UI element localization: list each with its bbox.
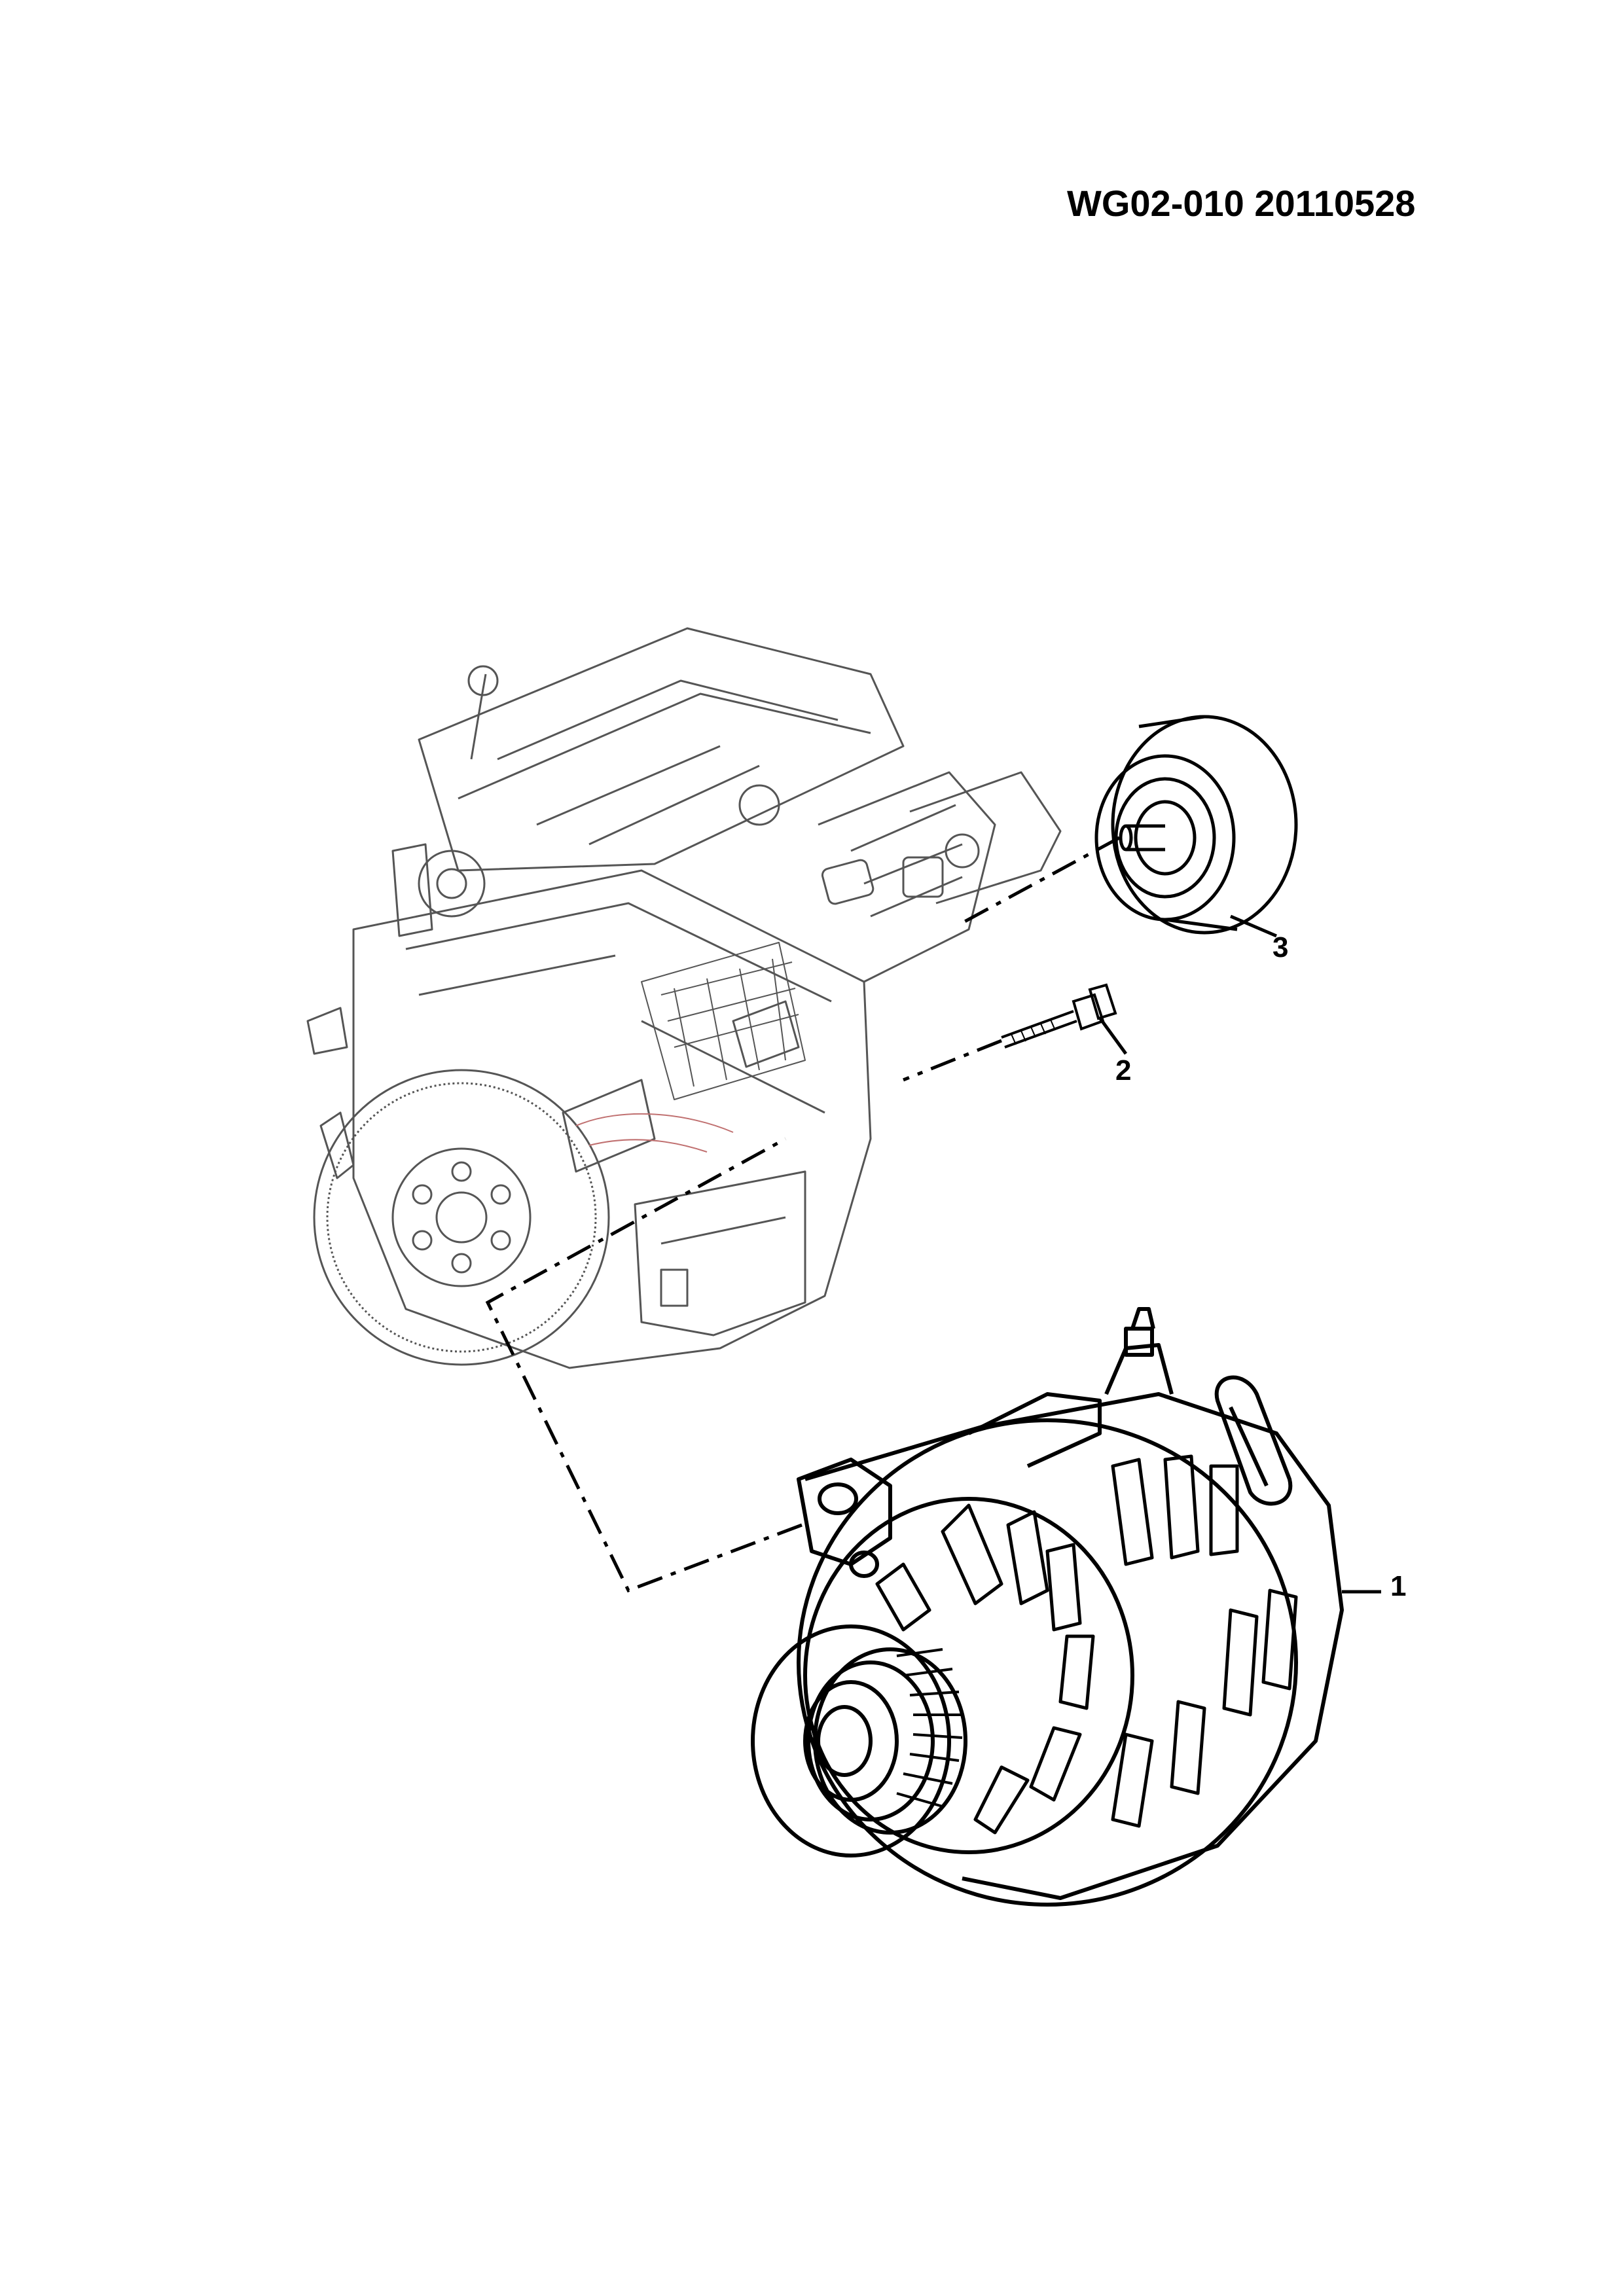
engine-accent-trace	[575, 1113, 734, 1153]
alternator-mount-dashed-line	[485, 1137, 803, 1593]
bolt-icon	[1001, 983, 1117, 1049]
callout-label-3: 3	[1272, 931, 1289, 963]
document-code: WG02-010 20110528	[1067, 183, 1416, 224]
callout-3-leader	[1230, 914, 1277, 938]
engine-icon	[306, 627, 1062, 1369]
callout-label-1: 1	[1390, 1570, 1407, 1602]
callout-label-2: 2	[1115, 1054, 1132, 1086]
alternator-icon	[751, 1307, 1344, 1907]
leader-lines	[485, 836, 1381, 1594]
callout-2-leader	[1098, 1016, 1128, 1055]
bolt-mount-dashed-line	[903, 1039, 1002, 1082]
idler-pulley-icon	[1094, 715, 1298, 935]
pulley-mount-dashed-line	[961, 836, 1121, 925]
